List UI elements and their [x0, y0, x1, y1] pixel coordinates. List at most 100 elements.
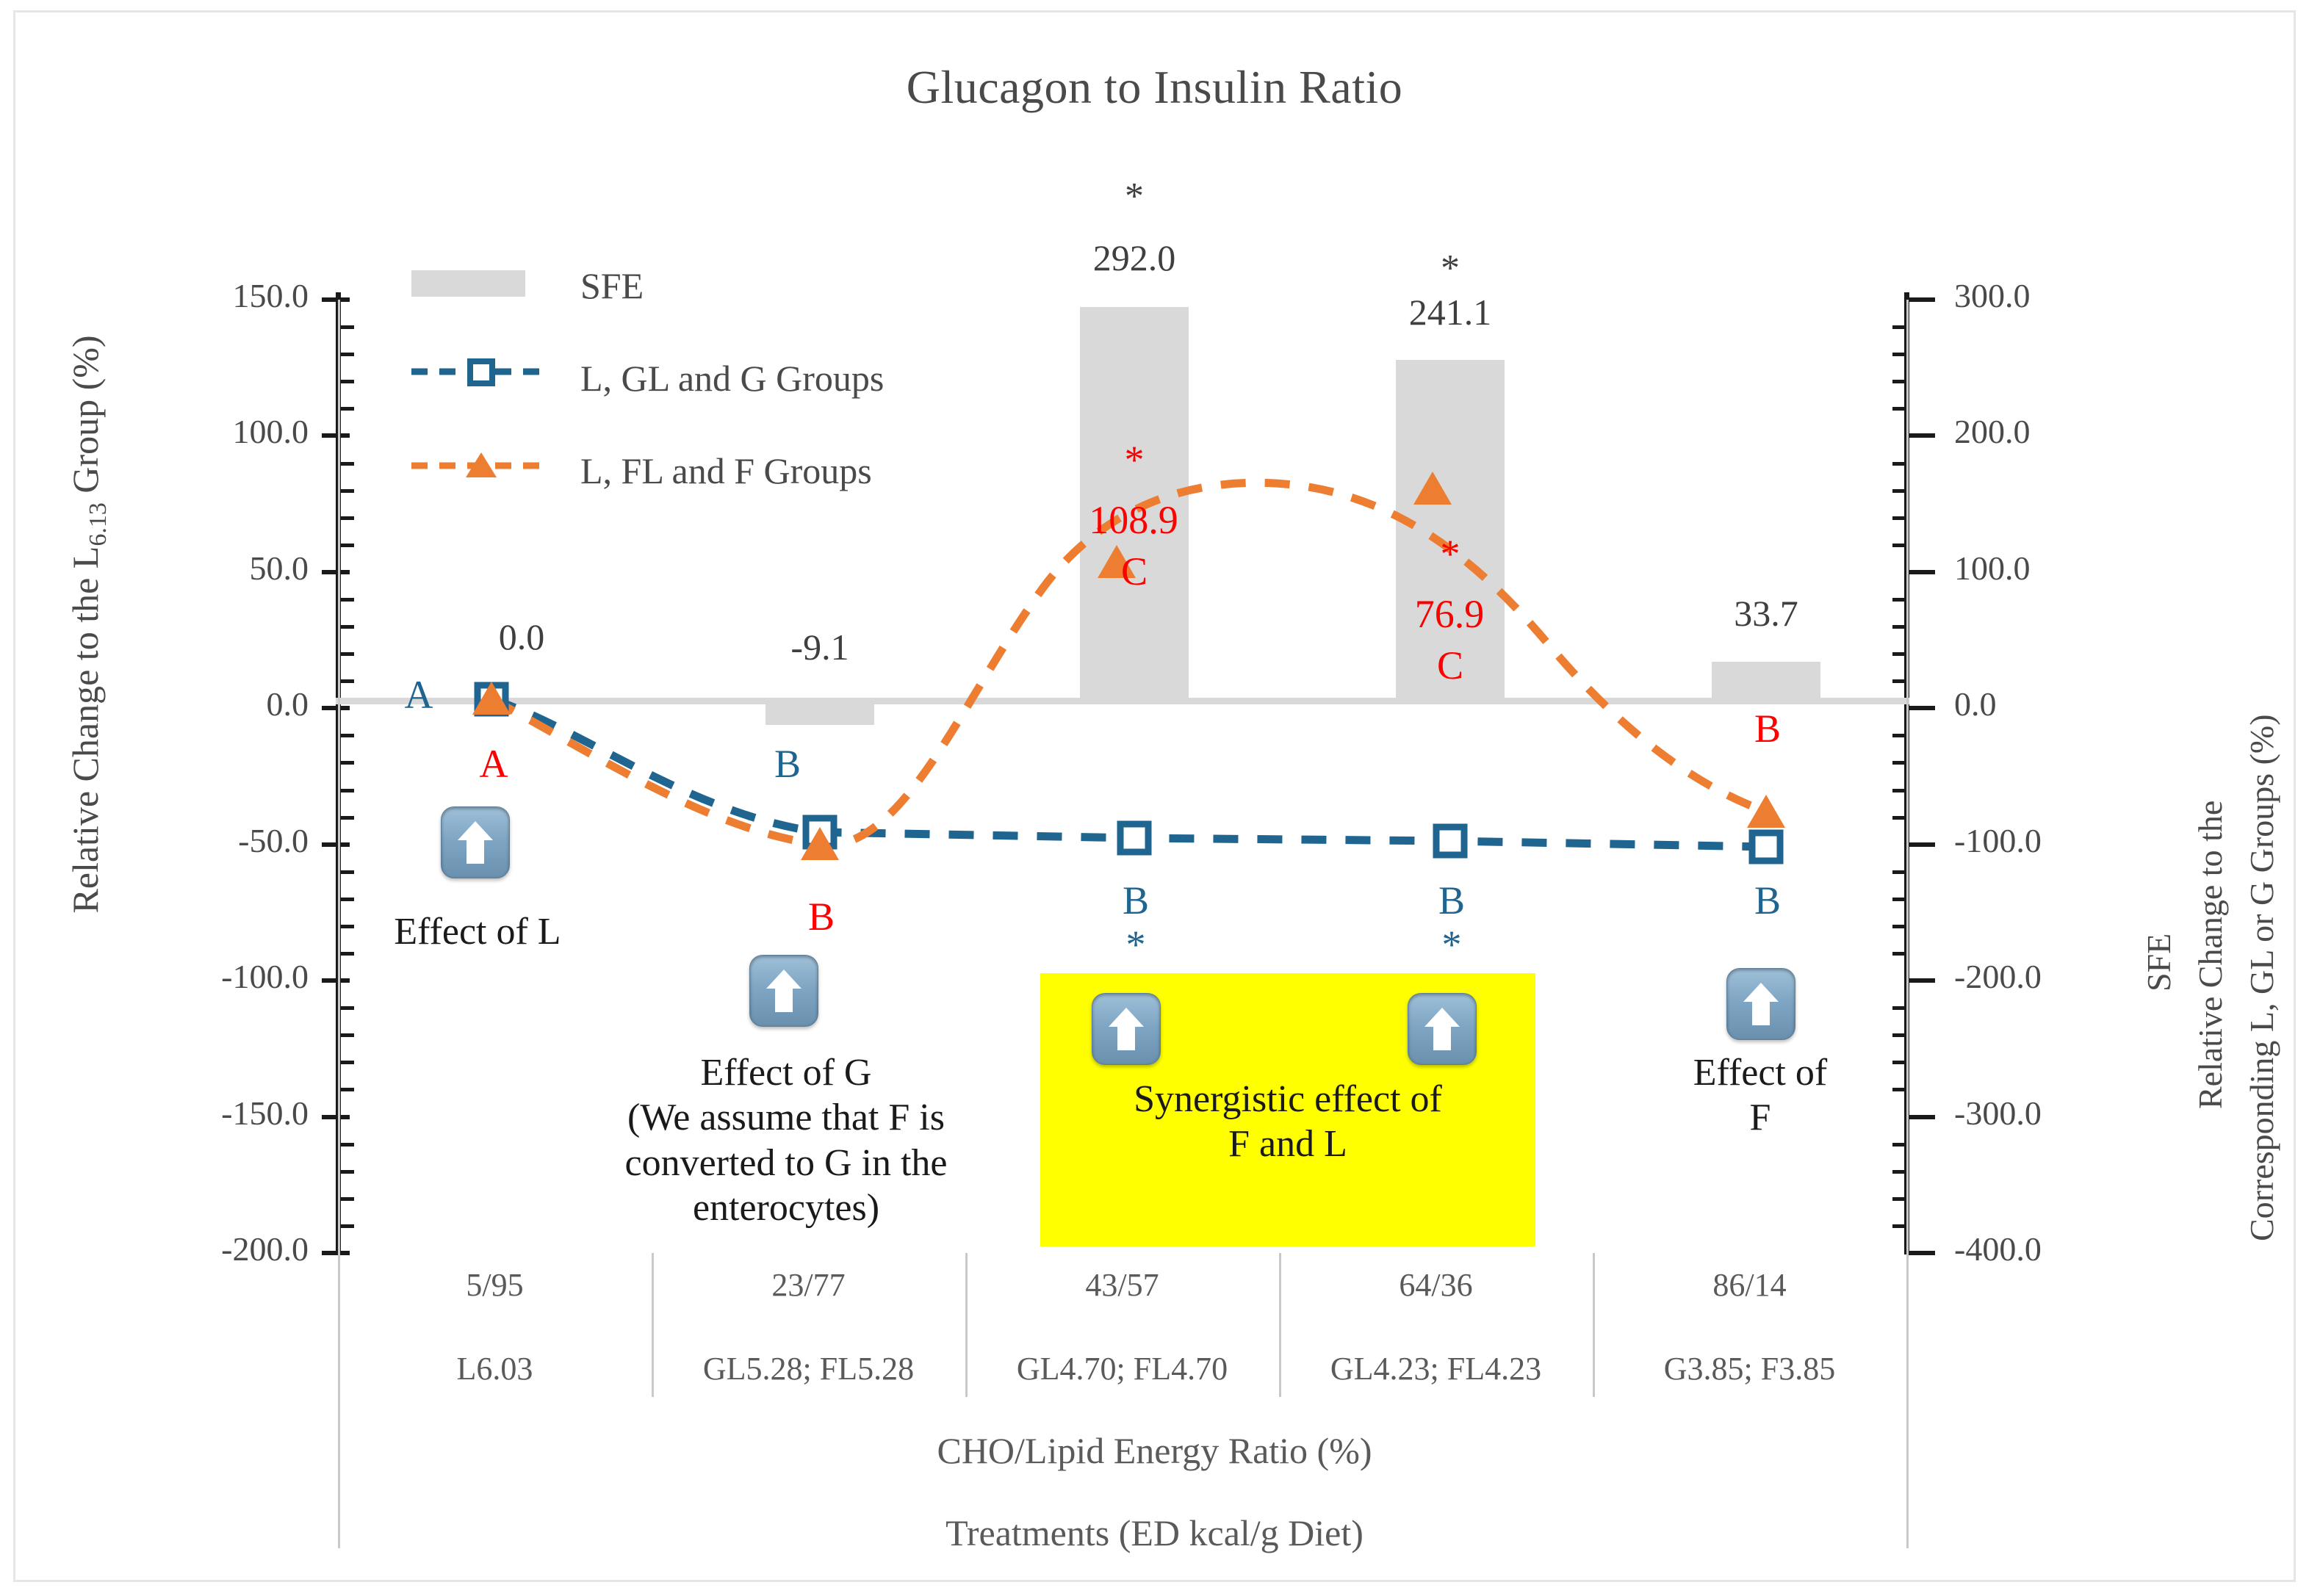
x-axis-separator-table	[652, 1253, 654, 1397]
x-axis-ratio-label: 86/14	[1712, 1267, 1787, 1303]
y-tick-minor-right	[1892, 516, 1909, 520]
bar-star-3: *	[1125, 176, 1144, 217]
legend-item-orange: L, FL and F Groups	[411, 449, 1146, 494]
annotation-red-value-4: 76.9	[1414, 592, 1485, 636]
y-tick-major-left	[322, 706, 350, 711]
x-axis-separator-table	[965, 1253, 968, 1397]
y-tick-major-right	[1907, 1251, 1935, 1255]
bar-label-3: 292.0	[1092, 237, 1176, 278]
legend-label-blue: L, GL and G Groups	[580, 358, 885, 399]
callout-effect-g-line2: (We assume that F is	[627, 1097, 945, 1139]
y-tick-major-left	[322, 1114, 350, 1119]
bar-label-1: 0.0	[498, 616, 545, 657]
callout-effect-f: Effect of F	[1599, 1050, 1922, 1141]
y-tick-label-left: 150.0	[232, 277, 309, 314]
y-tick-minor-left	[338, 679, 354, 684]
y-tick-minor-right	[1892, 761, 1909, 765]
y-tick-minor-left	[338, 761, 354, 765]
y-tick-label-right: -100.0	[1954, 821, 2042, 859]
callout-synergy: Synergistic effect of F and L	[1043, 1077, 1532, 1167]
legend-label-sfe: SFE	[580, 265, 644, 306]
annotation-blue-b-4: B	[1438, 878, 1466, 922]
up-arrow-icon-effect-l	[441, 806, 510, 878]
x-axis-treatment-label: G3.85; F3.85	[1663, 1351, 1836, 1387]
callout-effect-f-line1: Effect of	[1693, 1052, 1828, 1094]
chart-title: Glucagon to Insulin Ratio	[906, 61, 1403, 113]
y-tick-major-left	[322, 433, 350, 438]
y-tick-minor-left	[338, 897, 354, 901]
annotation-blue-star-3: *	[1125, 922, 1146, 967]
y-tick-minor-right	[1892, 1033, 1909, 1038]
annotation-blue-a-1: A	[404, 673, 433, 717]
x-axis-treatment-label: L6.03	[456, 1351, 533, 1387]
y-tick-label-right: -400.0	[1954, 1230, 2042, 1268]
y-tick-label-left: -100.0	[221, 958, 309, 996]
y-tick-minor-left	[338, 652, 354, 657]
y-tick-label-right: 300.0	[1954, 277, 2031, 314]
y-tick-minor-right	[1892, 897, 1909, 901]
up-arrow-icon-synergy-right	[1408, 993, 1477, 1065]
callout-effect-l: Effect of L	[394, 911, 561, 953]
y-tick-minor-left	[338, 516, 354, 520]
x-axis-separator	[338, 300, 340, 1548]
x-axis-title-treatments: Treatments (ED kcal/g Diet)	[945, 1512, 1364, 1553]
y-tick-minor-left	[338, 815, 354, 820]
y-tick-minor-left	[338, 1088, 354, 1092]
y-tick-label-right: 200.0	[1954, 413, 2031, 451]
y-tick-minor-right	[1892, 1224, 1909, 1228]
legend-item-blue: L, GL and G Groups	[411, 357, 1146, 401]
y-tick-minor-right	[1892, 1142, 1909, 1147]
y-tick-minor-left	[338, 1061, 354, 1065]
y-axis-right-title-line2: Corresponding L, GL or G Groups (%)	[2243, 714, 2280, 1241]
y-tick-minor-right	[1892, 353, 1909, 357]
y-tick-minor-left	[338, 325, 354, 330]
y-tick-major-right	[1907, 297, 1935, 302]
y-tick-minor-left	[338, 788, 354, 792]
up-arrow-icon-effect-f	[1726, 968, 1795, 1040]
y-tick-minor-left	[338, 543, 354, 547]
y-tick-minor-left	[338, 597, 354, 602]
annotation-red-c-3: C	[1120, 549, 1148, 593]
y-tick-label-left: -150.0	[221, 1094, 309, 1132]
y-axis-left-title-sub: 6.13	[84, 502, 112, 546]
y-tick-minor-right	[1892, 543, 1909, 547]
y-tick-minor-left	[338, 1196, 354, 1201]
callout-effect-g: Effect of G (We assume that F is convert…	[588, 1050, 984, 1230]
bar-label-2: -9.1	[790, 627, 849, 668]
legend-line-blue	[411, 358, 551, 386]
y-tick-minor-left	[338, 1224, 354, 1228]
annotation-red-c-4: C	[1436, 643, 1464, 687]
annotation-blue-star-4: *	[1441, 922, 1462, 967]
y-tick-minor-right	[1892, 1088, 1909, 1092]
legend-swatch-sfe	[411, 270, 525, 297]
y-tick-minor-right	[1892, 597, 1909, 602]
y-axis-left-title-tail: Group (%)	[65, 335, 106, 503]
x-axis-ratio-label: 5/95	[466, 1267, 524, 1303]
y-tick-label-right: 0.0	[1954, 685, 1997, 723]
x-axis-treatment-label: GL4.70; FL4.70	[1016, 1351, 1228, 1387]
y-tick-minor-right	[1892, 461, 1909, 466]
y-tick-label-left: 0.0	[266, 685, 309, 723]
x-axis-treatment-label: GL4.23; FL4.23	[1330, 1351, 1542, 1387]
y-tick-major-left	[322, 569, 350, 574]
legend-line-orange	[411, 452, 551, 477]
y-tick-major-right	[1907, 842, 1935, 847]
y-tick-minor-right	[1892, 924, 1909, 928]
x-axis-separator-table	[1279, 1253, 1281, 1397]
y-tick-minor-left	[338, 734, 354, 738]
y-tick-label-left: 50.0	[249, 549, 309, 587]
y-tick-major-right	[1907, 1114, 1935, 1119]
y-tick-major-right	[1907, 569, 1935, 574]
y-tick-label-right: -200.0	[1954, 958, 2042, 996]
y-tick-minor-left	[338, 1033, 354, 1038]
y-tick-label-left: -200.0	[221, 1230, 309, 1268]
y-tick-minor-right	[1892, 652, 1909, 657]
y-tick-major-right	[1907, 706, 1935, 711]
callout-synergy-line1: Synergistic effect of	[1134, 1078, 1442, 1120]
y-tick-minor-right	[1892, 488, 1909, 493]
y-tick-minor-right	[1892, 1061, 1909, 1065]
annotation-red-star-4: *	[1440, 532, 1460, 576]
annotation-red-b-5: B	[1754, 707, 1782, 751]
y-tick-minor-right	[1892, 870, 1909, 874]
